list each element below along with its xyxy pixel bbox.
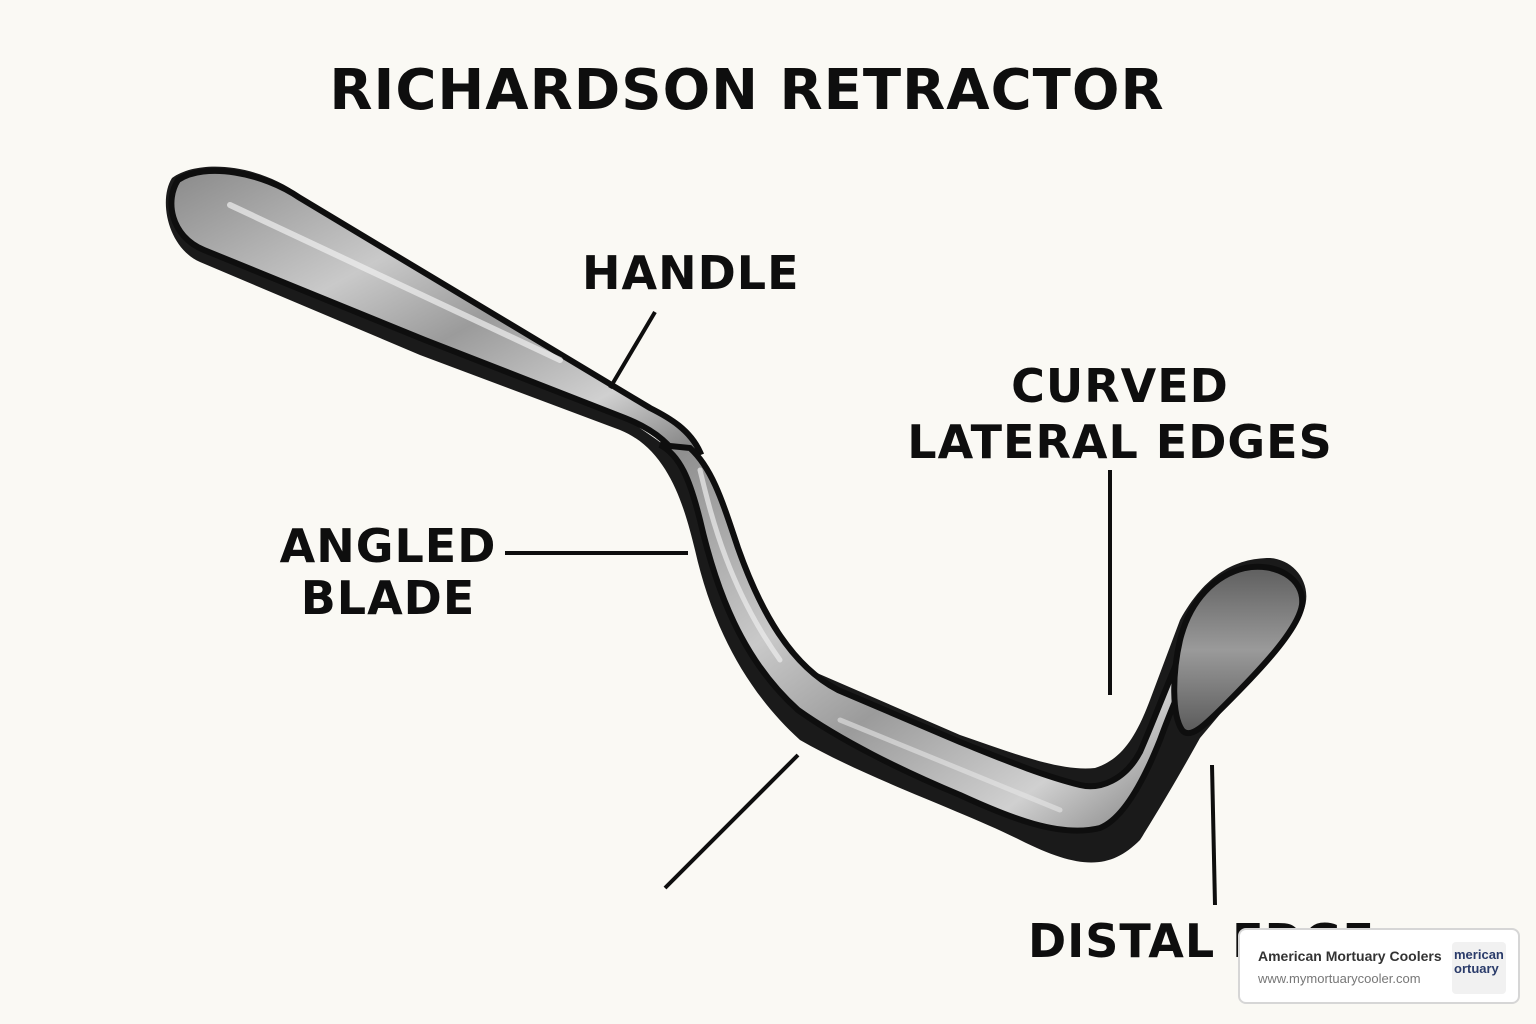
watermark-url: www.mymortuarycooler.com (1258, 971, 1421, 986)
leader-line-distal (1210, 764, 1217, 906)
steel-highlight (227, 202, 563, 363)
label-curved-line2: LATERAL EDGES (907, 415, 1333, 470)
label-angled-line1: ANGLED (279, 519, 497, 573)
watermark-logo-text: merican ortuary (1454, 947, 1504, 976)
watermark-name: American Mortuary Coolers (1258, 948, 1442, 964)
steel-highlight (697, 467, 783, 663)
watermark-badge[interactable]: American Mortuary Coolers www.mymortuary… (1238, 928, 1520, 1004)
retractor-handle (168, 167, 705, 464)
label-handle: HANDLE (582, 246, 800, 300)
retractor-distal-tip (1171, 563, 1306, 737)
label-curved-line1: CURVED (1011, 359, 1229, 413)
label-angled-line2: BLADE (300, 571, 476, 626)
steel-highlight (837, 717, 1063, 813)
leader-line-handle (608, 310, 657, 390)
label-angled-blade: ANGLED BLADE (278, 520, 498, 625)
diagram-title: RICHARDSON RETRACTOR (329, 58, 1165, 123)
label-curved-lateral-edges: CURVED LATERAL EDGES (900, 358, 1340, 470)
leader-line-blade (663, 753, 800, 890)
watermark-logo: merican ortuary (1452, 942, 1506, 994)
